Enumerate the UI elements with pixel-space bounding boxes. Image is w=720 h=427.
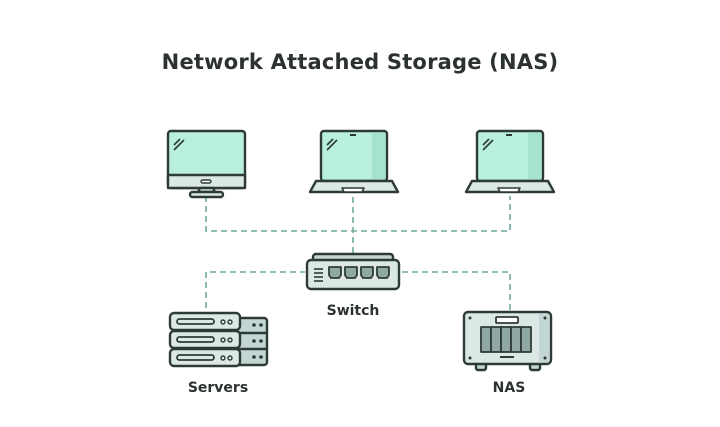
laptop-icon-center [308, 129, 400, 194]
connection-nas [402, 271, 511, 310]
switch-label: Switch [326, 303, 380, 319]
server-rack-icon [168, 311, 269, 368]
diagram-title: Network Attached Storage (NAS) [161, 50, 559, 74]
connection-lines [205, 196, 511, 310]
connection-desktop [205, 196, 511, 232]
nas-label: NAS [492, 380, 526, 396]
laptop-icon-right [464, 129, 556, 194]
network-switch-icon [305, 252, 401, 291]
desktop-monitor-icon [166, 129, 247, 199]
servers-label: Servers [187, 380, 249, 396]
connection-servers [205, 271, 305, 308]
nas-device-icon [462, 310, 553, 372]
